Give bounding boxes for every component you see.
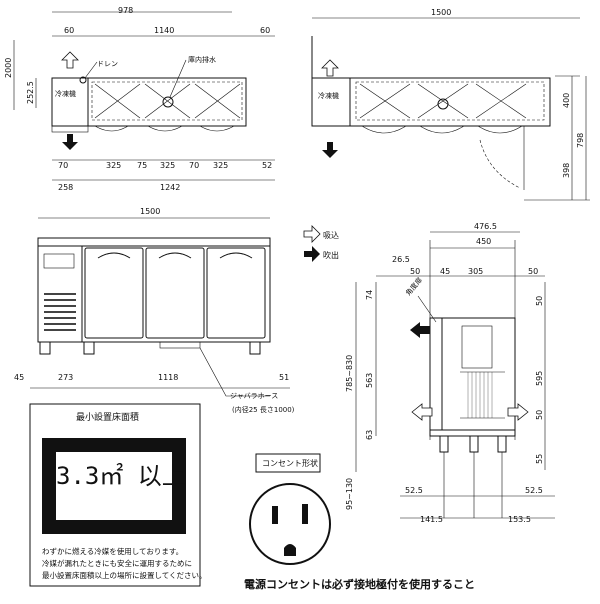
min-area-note-3: 最小設置床面積以上の場所に設置してください。	[42, 570, 207, 580]
top-view: 978 60 1140 60 2000 252.5 ドレン 庫内排水 冷凍機	[4, 6, 275, 192]
drain-icon	[79, 76, 87, 84]
dim-side-450: 450	[476, 237, 491, 246]
outlet-title: コンセント形状	[262, 458, 318, 468]
dim-side-95: 95~130	[345, 478, 354, 510]
dim-top-1140: 1140	[154, 26, 174, 35]
footer-note: 電源コンセントは必ず接地極付を使用すること	[244, 577, 475, 591]
intake-arrow-icon	[321, 59, 339, 77]
dim-top-1500: 1500	[431, 8, 451, 17]
outlet-shape: コンセント形状	[249, 453, 331, 565]
dim-front-1118: 1118	[158, 373, 178, 382]
exhaust-arrow-icon	[62, 134, 78, 150]
freezer-label-right: 冷凍機	[318, 91, 339, 100]
top-view-right: 1500 冷凍機 400 798 398	[311, 8, 590, 201]
dim-side-50a: 50	[410, 267, 420, 276]
dim-side-563: 563	[365, 373, 374, 388]
side-view: 476.5 450 26.5 50 45 305 50 角度扉	[345, 222, 555, 524]
freezer-label-top: 冷凍機	[55, 89, 76, 98]
exhaust-legend-icon	[304, 246, 320, 262]
dim-r-400: 400	[562, 93, 571, 108]
dim-b-52: 52	[262, 161, 272, 170]
dim-side-785: 785~830	[345, 355, 354, 392]
internal-drain-label: 庫内排水	[188, 55, 216, 64]
dim-side-63: 63	[365, 430, 374, 440]
dim-front-51: 51	[279, 373, 289, 382]
min-area-note-2: 冷媒が漏れたときにも安全に運用するために	[42, 558, 192, 568]
airflow-legend: 吸込 吹出	[303, 225, 339, 262]
dim-side-r55: 55	[535, 454, 544, 464]
min-area-title: 最小設置床面積	[76, 411, 139, 423]
legend-intake: 吸込	[323, 231, 339, 240]
dim-r-798: 798	[576, 133, 585, 148]
dim-top-60b: 60	[260, 26, 270, 35]
dim-side-r50b: 50	[535, 410, 544, 420]
min-area-value: 3.3㎡ 以上	[56, 462, 186, 490]
dim-side-74: 74	[365, 290, 374, 300]
dim-left-252: 252.5	[26, 81, 35, 104]
internal-drain-icon	[162, 96, 174, 108]
min-area-box: 最小設置床面積 3.3㎡ 以上 わずかに燃える冷媒を使用しております。 冷媒が漏…	[29, 403, 207, 587]
dim-left-2000: 2000	[4, 58, 13, 78]
dim-side-b141: 141.5	[420, 515, 443, 524]
dim-top-978: 978	[118, 6, 133, 15]
dim-b-325a: 325	[106, 161, 121, 170]
dim-front-45: 45	[14, 373, 24, 382]
intake-arrow-icon	[507, 403, 529, 421]
dim-b-70b: 70	[189, 161, 199, 170]
front-view: 1500 45 273 1118 51 ジャバラホース (内径25 長さ10	[14, 207, 295, 414]
intake-arrow-icon	[411, 403, 433, 421]
dim-side-b52a: 52.5	[405, 486, 423, 495]
dim-top-60a: 60	[64, 26, 74, 35]
dim-side-476: 476.5	[474, 222, 497, 231]
angle-door-label: 角度扉	[404, 275, 424, 297]
min-area-note-1: わずかに燃える冷媒を使用しております。	[42, 546, 183, 556]
dim-b-325c: 325	[213, 161, 228, 170]
dim-front-1500: 1500	[140, 207, 160, 216]
dim-side-r50a: 50	[535, 296, 544, 306]
dim-front-273: 273	[58, 373, 73, 382]
dim-side-50b: 50	[528, 267, 538, 276]
intake-arrow-icon	[61, 51, 79, 69]
exhaust-arrow-icon	[410, 322, 430, 338]
dim-side-r595: 595	[535, 371, 544, 386]
hose-label: ジャバラホース	[230, 392, 278, 400]
dim-side-305: 305	[468, 267, 483, 276]
dim-r-398: 398	[562, 163, 571, 178]
hose-spec: (内径25 長さ1000)	[232, 405, 295, 414]
dim-b-75: 75	[137, 161, 147, 170]
exhaust-arrow-icon	[322, 142, 338, 158]
dim-side-45: 45	[440, 267, 450, 276]
dim-side-b153: 153.5	[508, 515, 531, 524]
legend-exhaust: 吹出	[323, 250, 339, 260]
outlet-icon	[249, 483, 331, 565]
dim-b-258: 258	[58, 183, 73, 192]
intake-legend-icon	[303, 225, 321, 243]
dim-b-325b: 325	[160, 161, 175, 170]
dim-b-70a: 70	[58, 161, 68, 170]
dim-b-1242: 1242	[160, 183, 180, 192]
dim-side-26: 26.5	[392, 255, 410, 264]
floor-area-frame	[42, 438, 186, 520]
dim-side-b52b: 52.5	[525, 486, 543, 495]
drain-label: ドレン	[97, 60, 118, 68]
